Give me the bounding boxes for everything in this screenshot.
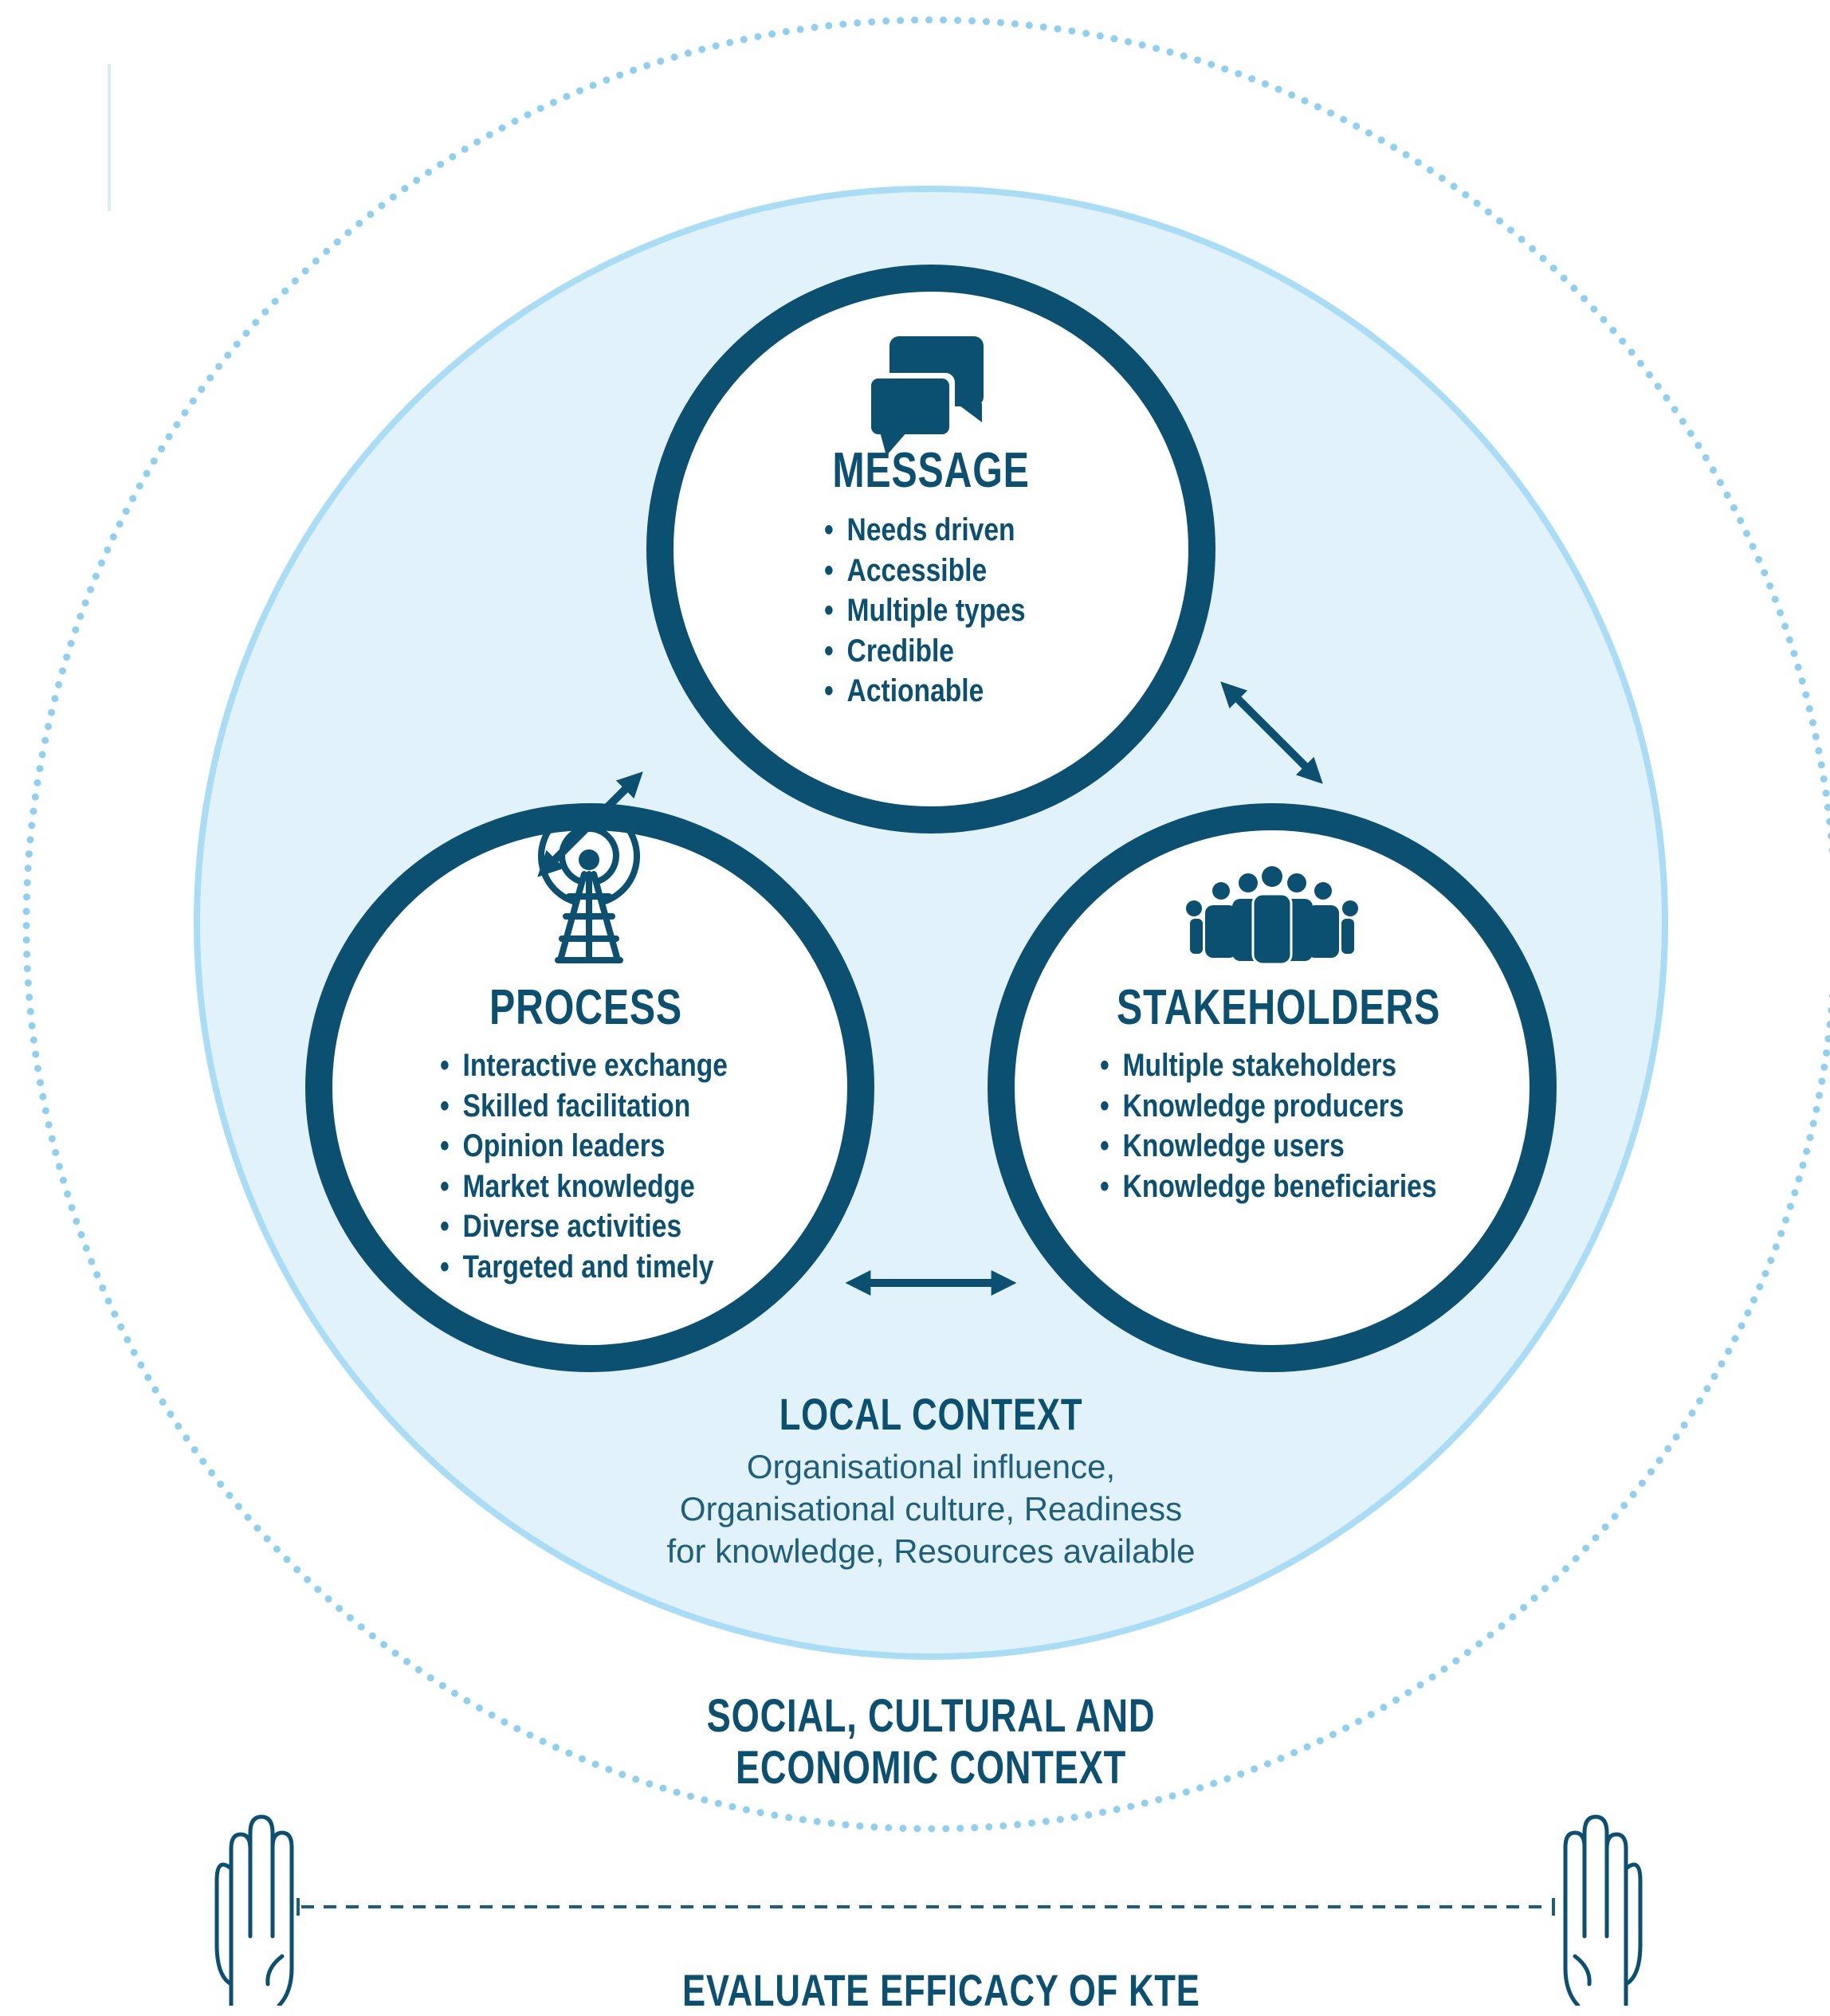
evaluate-label: EVALUATE EFFICACY OF KTE xyxy=(682,1965,1200,2015)
list-item: Accessible xyxy=(824,551,1026,591)
list-item: Opinion leaders xyxy=(440,1126,728,1167)
list-item: Knowledge beneficiaries xyxy=(1100,1167,1437,1207)
local-context-line: Organisational influence, xyxy=(746,1448,1116,1485)
arrow-message-stakeholders xyxy=(1220,681,1323,784)
raised-hand-icon xyxy=(1563,1814,1643,2006)
broadcast-tower-icon xyxy=(538,805,640,963)
local-context-title: LOCAL CONTEXT xyxy=(779,1389,1083,1439)
list-item: Multiple stakeholders xyxy=(1100,1045,1437,1086)
raised-hand-icon xyxy=(214,1814,294,2006)
list-item: Skilled facilitation xyxy=(440,1086,728,1127)
process-title: PROCESS xyxy=(489,980,682,1035)
list-item: Targeted and timely xyxy=(440,1247,728,1288)
stakeholders-list: Multiple stakeholders Knowledge producer… xyxy=(1100,1045,1437,1206)
local-context-line: for knowledge, Resources available xyxy=(666,1532,1196,1570)
people-group-icon xyxy=(1186,865,1358,966)
chat-bubbles-icon xyxy=(866,336,984,456)
outer-dotted-circle xyxy=(22,16,1830,1833)
message-list: Needs driven Accessible Multiple types C… xyxy=(824,510,1026,712)
stakeholders-title: STAKEHOLDERS xyxy=(1117,980,1441,1035)
arrow-message-process xyxy=(537,771,643,877)
outer-context-line: SOCIAL, CULTURAL AND xyxy=(706,1690,1156,1742)
local-context-line: Organisational culture, Readiness xyxy=(679,1490,1183,1528)
list-item: Market knowledge xyxy=(440,1167,728,1207)
list-item: Actionable xyxy=(824,671,1026,712)
outer-context-line: ECONOMIC CONTEXT xyxy=(735,1742,1127,1794)
list-item: Diverse activities xyxy=(440,1206,728,1247)
message-title: MESSAGE xyxy=(832,443,1030,498)
list-item: Knowledge producers xyxy=(1100,1086,1437,1127)
process-list: Interactive exchange Skilled facilitatio… xyxy=(440,1045,728,1287)
list-item: Interactive exchange xyxy=(440,1045,728,1086)
list-item: Needs driven xyxy=(824,510,1026,551)
list-item: Multiple types xyxy=(824,590,1026,631)
list-item: Credible xyxy=(824,631,1026,672)
list-item: Knowledge users xyxy=(1100,1126,1437,1167)
